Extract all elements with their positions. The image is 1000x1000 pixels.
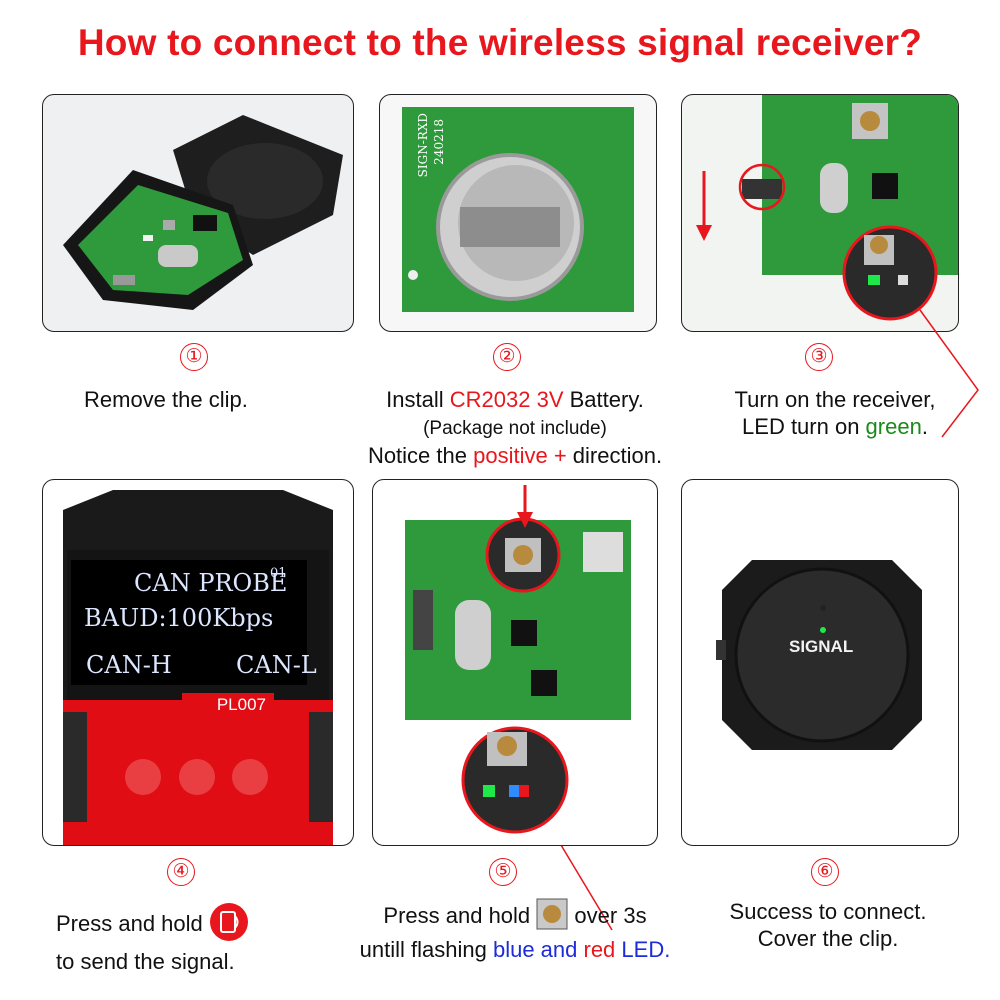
step6-image bbox=[681, 479, 959, 846]
step3-caption: Turn on the receiver, LED turn on green. bbox=[734, 387, 936, 439]
step5-image bbox=[372, 479, 658, 846]
step-number-1: ① bbox=[180, 343, 208, 371]
step5-caption: Press and hold over 3s untill flashing b… bbox=[330, 898, 700, 963]
step-number-6: ⑥ bbox=[811, 858, 839, 886]
screen-can-h: CAN-H bbox=[86, 651, 172, 679]
step1-image bbox=[42, 94, 354, 332]
step2-caption: Install CR2032 3V Battery. (Package not … bbox=[367, 387, 663, 468]
step4-image bbox=[42, 479, 354, 846]
button-icon bbox=[536, 898, 568, 936]
step-number-4: ④ bbox=[167, 858, 195, 886]
screen-line2: BAUD:100Kbps bbox=[84, 604, 274, 632]
step2-image: SIGN-RXD 240218 bbox=[379, 94, 657, 332]
step3-image bbox=[681, 94, 959, 332]
step6-caption: Success to connect. Cover the clip. bbox=[729, 899, 927, 951]
step-number-5: ⑤ bbox=[489, 858, 517, 886]
screen-signal: 01 bbox=[270, 566, 287, 581]
page-title: How to connect to the wireless signal re… bbox=[77, 22, 923, 63]
screen-can-l: CAN-L bbox=[236, 651, 317, 679]
step-number-3: ③ bbox=[805, 343, 833, 371]
receiver-signal-label: SIGNAL bbox=[789, 637, 854, 656]
screen-line1: CAN PROBE bbox=[134, 569, 288, 597]
model-label: PL007 bbox=[182, 693, 274, 717]
step1-caption: Remove the clip. bbox=[84, 387, 248, 412]
send-signal-icon bbox=[209, 902, 249, 948]
step-number-2: ② bbox=[493, 343, 521, 371]
step4-caption: Press and hold to send the signal. bbox=[56, 902, 249, 975]
